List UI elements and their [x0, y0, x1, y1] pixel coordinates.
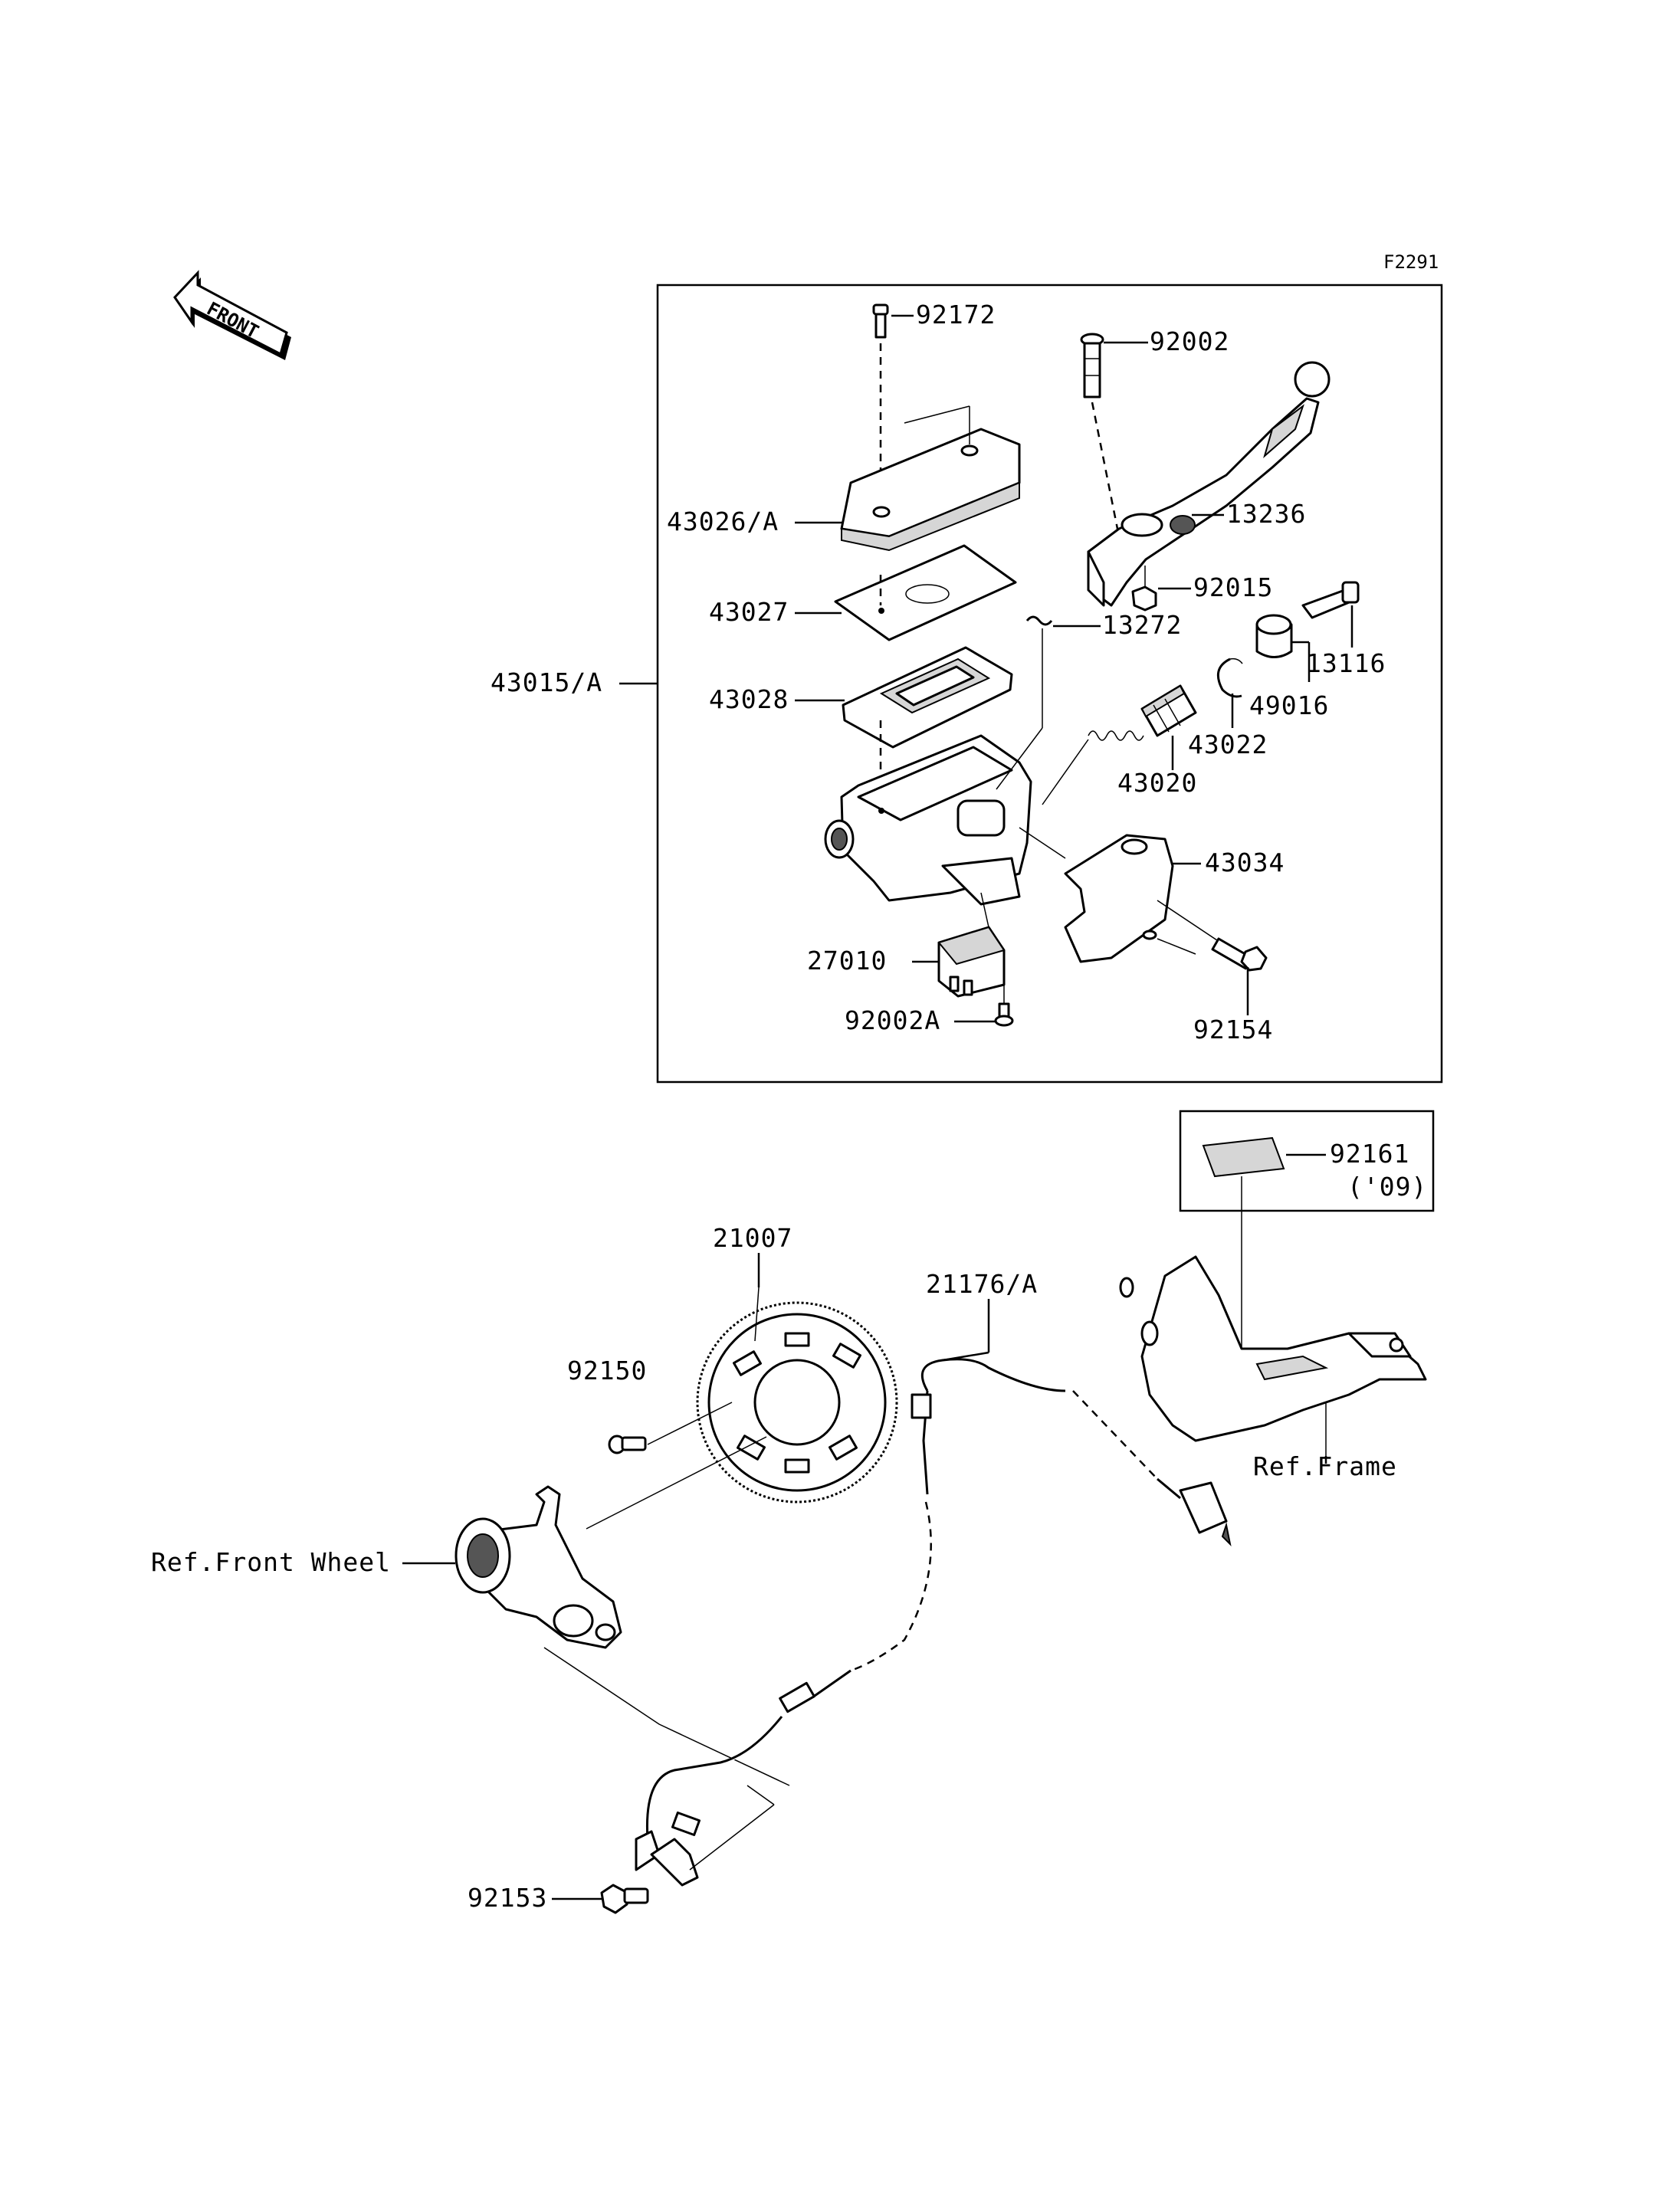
label-92161: 92161 — [1330, 1139, 1409, 1169]
abs-sensor-cable-icon — [635, 1358, 1232, 1887]
clip-13272-icon — [996, 615, 1053, 790]
clamp-43034-icon — [1019, 827, 1174, 963]
warning-label-icon — [1202, 1136, 1285, 1349]
label-43020: 43020 — [1117, 768, 1197, 798]
label-13236: 13236 — [1226, 499, 1306, 529]
reservoir-cover-icon — [840, 405, 1021, 552]
label-92150: 92150 — [567, 1356, 647, 1385]
screw-92172-icon — [872, 303, 889, 490]
front-arrow-icon: FRONT — [173, 270, 291, 360]
label-ref-front-wheel: Ref.Front Wheel — [151, 1547, 391, 1577]
screw-92002-icon — [1080, 333, 1121, 537]
screw-92002A-icon — [994, 977, 1014, 1027]
label-92154: 92154 — [1193, 1015, 1273, 1044]
label-92002A: 92002A — [845, 1005, 940, 1035]
bushing-49016-icon — [1255, 614, 1293, 658]
nut-92015-icon — [1131, 566, 1157, 612]
circlip-43022-icon — [1216, 657, 1243, 698]
label-13272: 13272 — [1102, 610, 1182, 640]
label-92153: 92153 — [468, 1883, 547, 1913]
label-92161-note: ('09) — [1347, 1172, 1427, 1202]
diaphragm-plate-icon — [834, 544, 1017, 641]
label-assembly-box — [1179, 1110, 1435, 1212]
piston-set-icon — [1042, 684, 1197, 805]
label-43028: 43028 — [709, 684, 789, 714]
master-cylinder-body-icon — [824, 734, 1032, 906]
label-43034: 43034 — [1205, 848, 1285, 877]
pivot-bolt-13116-icon — [1301, 581, 1360, 619]
bolt-92154-icon — [1157, 900, 1268, 972]
label-43026A: 43026/A — [667, 507, 779, 536]
frame-bracket-icon — [1119, 1255, 1427, 1456]
label-43027: 43027 — [709, 597, 789, 627]
label-43022: 43022 — [1188, 730, 1268, 759]
label-92172: 92172 — [916, 300, 996, 330]
leader-lines — [402, 314, 1354, 1900]
label-ref-frame: Ref.Frame — [1253, 1451, 1397, 1481]
brake-lever-icon — [1087, 361, 1331, 607]
figure-code: F2291 — [1383, 251, 1439, 273]
label-27010: 27010 — [807, 946, 887, 976]
front-wheel-hub-icon — [454, 1436, 790, 1786]
label-43015A: 43015/A — [491, 667, 602, 697]
bolt-92153-icon — [600, 1884, 649, 1914]
label-13116: 13116 — [1306, 648, 1386, 678]
diaphragm-icon — [842, 646, 1013, 797]
brake-switch-icon — [937, 892, 1006, 998]
master-cylinder-assembly-box — [656, 284, 1443, 1084]
label-92015: 92015 — [1193, 572, 1273, 602]
label-49016: 49016 — [1249, 690, 1329, 720]
bolt-92150-icon — [608, 1402, 733, 1454]
abs-rotor-icon — [696, 1287, 898, 1503]
label-21176A: 21176/A — [926, 1269, 1038, 1299]
label-92002: 92002 — [1150, 326, 1229, 356]
label-21007: 21007 — [713, 1223, 792, 1253]
